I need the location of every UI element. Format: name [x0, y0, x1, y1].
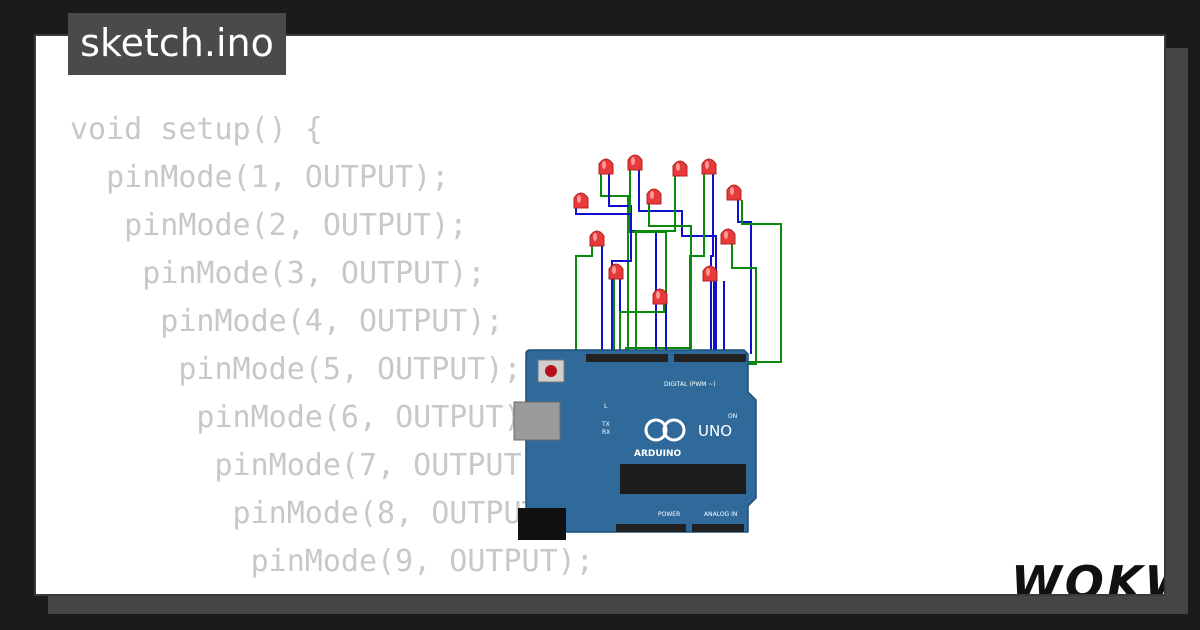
led[interactable]	[589, 230, 605, 247]
led-l-label: L	[604, 403, 608, 410]
code-line: pinMode(9, OUTPUT);	[70, 544, 594, 579]
led[interactable]	[573, 192, 589, 209]
led[interactable]	[702, 265, 718, 282]
code-line: pinMode(2, OUTPUT);	[70, 208, 468, 243]
wire	[600, 174, 629, 354]
wire	[638, 170, 717, 354]
board-brand: ARDUINO	[634, 449, 682, 459]
code-line: void setup() {	[70, 112, 323, 147]
digital-label: DIGITAL (PWM ~)	[664, 381, 716, 388]
wire	[689, 174, 705, 354]
led[interactable]	[701, 158, 717, 175]
wokwi-logo: WOKWi	[1011, 556, 1164, 596]
led[interactable]	[627, 154, 643, 171]
wire	[625, 204, 692, 354]
circuit-diagram: UNO ARDUINO DIGITAL (PWM ~) POWER ANALOG…	[513, 154, 782, 540]
led[interactable]	[672, 160, 688, 177]
atmega-chip	[620, 464, 746, 494]
code-editor: void setup() { pinMode(1, OUTPUT); pinMo…	[70, 106, 630, 594]
analog-label: ANALOG IN	[704, 511, 737, 518]
code-line: pinMode(4, OUTPUT);	[70, 304, 504, 339]
power-label: POWER	[658, 511, 680, 518]
code-line: pinMode(5, OUTPUT);	[70, 352, 522, 387]
led[interactable]	[726, 184, 742, 201]
file-tab[interactable]: sketch.ino	[68, 13, 286, 75]
wire	[710, 174, 714, 354]
led[interactable]	[646, 188, 662, 205]
wire	[575, 208, 632, 354]
leds	[573, 154, 742, 305]
preview-card: void setup() { pinMode(1, OUTPUT); pinMo…	[34, 34, 1166, 596]
led[interactable]	[598, 158, 614, 175]
power-jack	[518, 508, 566, 540]
led[interactable]	[652, 288, 668, 305]
code-line: pinMode(10, OUTPUT);	[70, 586, 630, 594]
wire	[737, 200, 752, 354]
led[interactable]	[720, 228, 736, 245]
usb-port	[513, 401, 561, 441]
arduino-uno-board[interactable]: UNO ARDUINO DIGITAL (PWM ~) POWER ANALOG…	[513, 349, 757, 540]
wire	[635, 176, 676, 354]
board-model: UNO	[698, 422, 732, 440]
led-tx-label: TX	[601, 421, 610, 428]
on-label: ON	[728, 413, 737, 420]
led-rx-label: RX	[602, 429, 610, 436]
code-line: pinMode(3, OUTPUT);	[70, 256, 486, 291]
code-line: pinMode(1, OUTPUT);	[70, 160, 450, 195]
led[interactable]	[608, 263, 624, 280]
